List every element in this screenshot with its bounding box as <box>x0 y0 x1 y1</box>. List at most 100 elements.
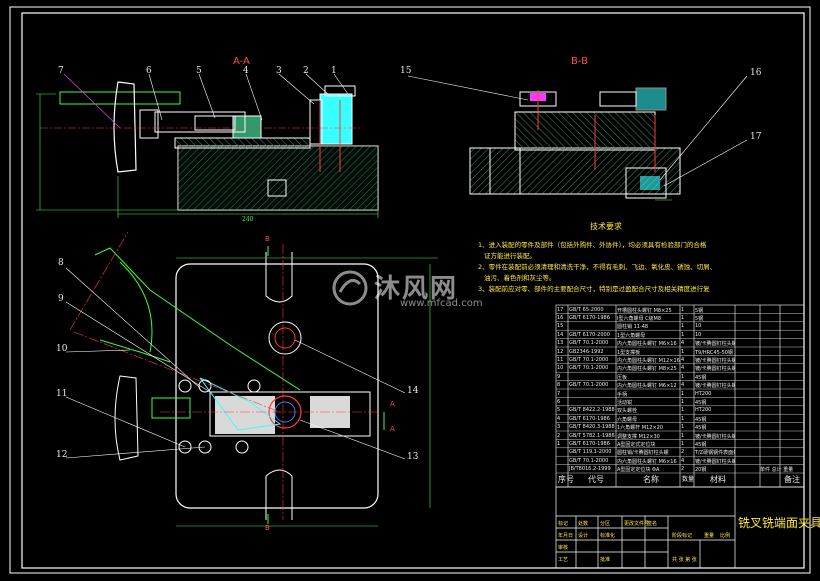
tb-std: 标准化 <box>600 533 616 539</box>
bom-cell: 调整支撑 M12×30 <box>617 433 660 440</box>
bom-cell: 12 <box>557 348 564 355</box>
bom-header-weight: 单件 总计 重量 <box>760 467 794 473</box>
callout-1: 1 <box>331 66 337 76</box>
section-label-bb: B-B <box>571 56 588 67</box>
tech-req-line-2: 证方能进行装配。 <box>484 252 536 260</box>
tb-sheets: 共 张 第 张 <box>672 557 697 563</box>
bom-cell: GB/T 65-2000 <box>569 306 604 313</box>
tb-stage: 阶段标记 <box>672 533 693 539</box>
bom-cell: 10 <box>557 365 564 372</box>
tb-mark: 标记 <box>558 521 569 527</box>
callout-6: 6 <box>146 66 152 76</box>
callout-5: 5 <box>196 66 202 76</box>
bom-cell: GB/T 70.1-2000 <box>569 356 609 363</box>
bom-cell: GB/T 5782.1-1986 <box>569 432 615 439</box>
tb-process: 工艺 <box>558 557 569 563</box>
section-mark-a-right2: A <box>390 425 395 433</box>
bom-cell: 1 <box>681 323 685 330</box>
tb-design: 设计 <box>578 533 589 539</box>
bom-cell: I型六角螺母 C级M8 <box>617 315 662 322</box>
bom-cell: 16 <box>557 314 564 321</box>
bom-header-qty: 数量 <box>682 476 695 483</box>
bom-cell: 9 <box>557 373 561 380</box>
bom-cell: 1 <box>681 348 685 355</box>
bom-cell: 45钢 <box>695 399 707 406</box>
bom-cell: 5钢 <box>695 307 704 314</box>
bom-header-seq: 序号 <box>558 475 574 484</box>
tb-date: 年月日 <box>558 533 574 539</box>
bom-cell: 10 <box>695 323 702 330</box>
watermark-logo-icon <box>332 270 368 306</box>
watermark-brand: 沐风网 <box>374 274 459 304</box>
bom-cell: 1 <box>681 440 685 447</box>
bom-cell: 内六角圆柱头螺钉 M12×16 <box>617 357 680 364</box>
callout-4: 4 <box>243 66 249 76</box>
bom-cell: 1 <box>681 398 685 405</box>
bom-cell: 活动钳 <box>617 399 633 406</box>
bom-cell: JB/T8016.2-1999 <box>569 466 611 473</box>
plan-view <box>65 231 438 527</box>
tb-scale: 比例 <box>720 533 731 539</box>
callout-15: 15 <box>400 66 412 76</box>
bom-cell: 45钢 <box>695 374 707 381</box>
tb-sign: 签名 <box>647 521 658 527</box>
section-bb-view <box>407 75 748 201</box>
tb-approve: 批准 <box>600 557 611 563</box>
bom-cell: 3 <box>557 424 561 431</box>
callout-17: 17 <box>750 132 762 142</box>
tb-zone: 分区 <box>600 521 611 527</box>
callout-12: 12 <box>56 450 68 460</box>
bom-cell: A型固定定位块 ΦA <box>617 467 660 474</box>
bom-cell: 45钢 <box>695 416 707 423</box>
bom-cell: 镀/卡腾圆钉柱头螺 <box>695 383 735 390</box>
section-label-aa: A-A <box>233 56 250 67</box>
callout-13: 13 <box>407 452 419 462</box>
bom-cell: 圆柱销/卡腾圆钉柱头螺 <box>617 450 669 457</box>
bom-cell: 1 <box>681 306 685 313</box>
bom-cell: 4 <box>681 356 685 363</box>
bom-cell: 17 <box>557 306 564 313</box>
bom-cell: 六角螺母 <box>617 416 638 423</box>
bom-cell: A型固定式定位块 <box>617 441 656 448</box>
bom-cell: 镀/卡腾圆钉柱头螺 <box>695 433 735 440</box>
bom-cell: 镀/卡腾圆钉柱头螺 <box>695 357 735 364</box>
bom-cell: 镀/卡腾圆钉柱头螺 <box>695 341 735 348</box>
bom-cell: 4 <box>557 415 561 422</box>
callout-14: 14 <box>407 386 419 396</box>
watermark: 沐风网 www.mfcad.com <box>330 268 490 309</box>
tech-req-line-3: 2、零件在装配前必须清理和清洗干净，不得有毛刺、飞边、氧化皮、锈蚀、切屑、 <box>478 263 717 271</box>
callout-3: 3 <box>276 66 282 76</box>
bom-cell: 镀/卡腾圆钉柱头螺 <box>695 366 735 373</box>
bom-cell: 10 <box>695 331 702 338</box>
bom-cell: 内六角圆柱头螺钉 M6×16 <box>617 458 677 465</box>
watermark-url: www.mfcad.com <box>400 298 483 309</box>
bom-cell: GB/T 8420.3-1988 <box>569 424 615 431</box>
bom-cell: 1型支撑板 <box>617 349 641 356</box>
bom-cell: 11 <box>557 356 564 363</box>
tb-count: 处数 <box>578 521 589 527</box>
bom-cell: 内六角圆柱头螺钉 M6×16 <box>617 341 677 348</box>
bom-cell: 45钢 <box>695 425 707 432</box>
bom-cell: 2 <box>681 449 685 456</box>
bom-cell: T9/HRC45-50钢 <box>695 349 733 356</box>
bom-cell: 1六角螺杆 M12×20 <box>617 425 663 432</box>
bom-cell: 1 <box>681 373 685 380</box>
bom-cell: HT200 <box>695 390 712 397</box>
section-mark-b-top: B <box>265 235 270 243</box>
bom-cell: 1 <box>681 331 685 338</box>
bom-cell: 4 <box>681 365 685 372</box>
bom-cell: HT200 <box>695 407 712 414</box>
section-mark-a-right: A <box>390 400 395 408</box>
bom-cell: GB/T 70.1-2000 <box>569 340 609 347</box>
drawing-title: 铣叉铣端面夹具 <box>738 516 820 530</box>
bom-cell: 手柄 <box>617 391 628 398</box>
bom-header-code: 代号 <box>588 475 604 484</box>
bom-cell: 开槽圆柱头螺钉 M8×25 <box>617 307 672 314</box>
bom-cell: 5 <box>557 407 561 414</box>
bom-cell: 7 <box>557 390 561 397</box>
bom-cell: 8 <box>557 382 561 389</box>
tech-req-line-5: 3、装配前应对零、部件的主要配合尺寸，特别是过盈配合尺寸及相关精度进行复 <box>478 285 710 293</box>
bom-cell: 14 <box>557 331 564 338</box>
bom-cell: 压板 <box>617 374 628 381</box>
